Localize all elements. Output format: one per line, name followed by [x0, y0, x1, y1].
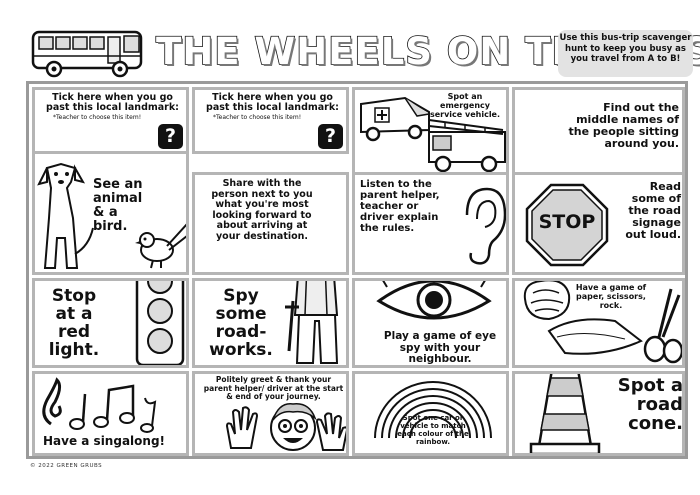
music-notes-icon: [42, 377, 157, 433]
cell-rock-paper-scissors[interactable]: Have a game of paper, scissors, rock.: [512, 278, 685, 368]
intro-note: Use this bus-trip scavenger hunt to keep…: [558, 30, 693, 77]
share-text: Share with the person next to you what y…: [211, 178, 313, 242]
cell-signage[interactable]: STOP Read some of the road signage out l…: [512, 172, 685, 275]
scissors-icon: [643, 288, 682, 364]
child-face-icon: [270, 403, 317, 451]
cell-landmark-2[interactable]: Tick here when you go past this local la…: [192, 87, 349, 154]
ear-icon: [465, 187, 506, 265]
rainbow-text: Spot one car or vehicle to match each co…: [397, 414, 469, 446]
singalong-text: Have a singalong!: [43, 434, 166, 448]
greet-text: Politely greet & thank your parent helpe…: [203, 375, 344, 401]
road-cone-icon: [529, 374, 601, 453]
bird-icon: [135, 223, 186, 269]
page-title: THE WHEELS ON THE BUS: [155, 29, 700, 74]
cell-landmark-1[interactable]: Tick here when you go past this local la…: [32, 87, 189, 154]
question-mark-icon: ?: [158, 124, 183, 149]
dog-icon: [37, 162, 94, 269]
cell-share[interactable]: Share with the person next to you what y…: [192, 172, 349, 275]
emergency-text: Spot an emergency service vehicle.: [429, 92, 501, 119]
cell-emergency-vehicle[interactable]: Spot an emergency service vehicle.: [352, 87, 509, 175]
eye-icon: [376, 281, 492, 320]
scavenger-hunt-board: Tick here when you go past this local la…: [26, 81, 688, 459]
landmark-1-title: Tick here when you go past this local la…: [46, 92, 179, 113]
cell-middle-names[interactable]: Find out the middle names of the people …: [512, 87, 685, 175]
cell-roadworks[interactable]: Spy some road-works.: [192, 278, 349, 368]
bus-icon: [31, 30, 143, 78]
cell-eye-spy[interactable]: Play a game of eye spy with your neighbo…: [352, 278, 509, 368]
animal-text: See an animal & a bird.: [93, 177, 143, 234]
middle-names-text: Find out the middle names of the people …: [568, 101, 679, 150]
cell-listen[interactable]: Listen to the parent helper, teacher or …: [352, 172, 509, 275]
cell-rainbow[interactable]: Spot one car or vehicle to match each co…: [352, 371, 509, 456]
rainbow-icon: [374, 381, 492, 439]
landmark-2-title: Tick here when you go past this local la…: [206, 92, 339, 113]
roadworks-text: Spy some road-works.: [209, 286, 273, 360]
landmark-1-note: *Teacher to choose this item!: [53, 114, 142, 121]
landmark-2-note: *Teacher to choose this item!: [213, 114, 302, 121]
ambulance-icon: [360, 96, 430, 142]
waving-hand-icon: [225, 406, 259, 449]
road-worker-icon: [285, 281, 339, 364]
stop-sign-label: STOP: [538, 211, 596, 233]
question-mark-icon: ?: [318, 124, 343, 149]
eye-spy-text: Play a game of eye spy with your neighbo…: [383, 330, 497, 365]
copyright: © 2022 GREEN GRUBS: [30, 463, 103, 469]
traffic-light-icon: [135, 281, 185, 365]
stop-sign-icon: [525, 183, 609, 267]
cell-road-cone[interactable]: Spot a road cone.: [512, 371, 685, 456]
cone-text: Spot a road cone.: [617, 375, 683, 434]
rock-icon: [523, 281, 571, 321]
waving-hand-icon: [315, 412, 346, 451]
listen-text: Listen to the parent helper, teacher or …: [360, 179, 440, 234]
red-light-text: Stop at a red light.: [48, 286, 100, 360]
cell-red-light[interactable]: Stop at a red light.: [32, 278, 189, 368]
signage-text: Read some of the road signage out loud.: [625, 180, 681, 241]
header: THE WHEELS ON THE BUS Use this bus-trip …: [0, 0, 700, 80]
cell-animal-bird[interactable]: See an animal & a bird.: [32, 151, 189, 275]
rps-text: Have a game of paper, scissors, rock.: [575, 283, 647, 310]
paper-icon: [547, 318, 643, 355]
fire-truck-icon: [428, 119, 506, 172]
cell-singalong[interactable]: Have a singalong!: [32, 371, 189, 456]
cell-greet[interactable]: Politely greet & thank your parent helpe…: [192, 371, 349, 456]
